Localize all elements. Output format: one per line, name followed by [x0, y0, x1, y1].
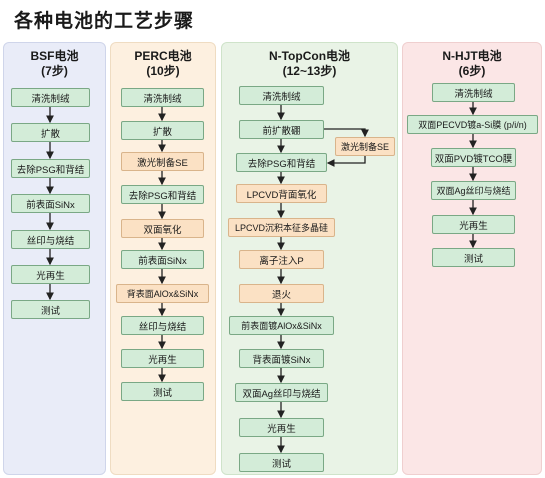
- perc-title: PERC电池: [134, 49, 192, 63]
- hjt-step-4: 双面Ag丝印与烧结: [431, 181, 516, 200]
- hjt-step-1: 清洗制绒: [432, 83, 515, 102]
- bsf-title: BSF电池: [30, 49, 79, 63]
- bsf-step-5: 丝印与烧结: [11, 230, 90, 249]
- topcon-step-4: LPCVD背面氧化: [236, 184, 327, 203]
- topcon-step-9: 背表面镀SiNx: [239, 349, 324, 368]
- bsf-step-count: (7步): [41, 64, 68, 78]
- topcon-step-2: 前扩散硼: [239, 120, 324, 139]
- topcon-title: N-TopCon电池: [268, 49, 351, 63]
- hjt-step-count: (6步): [458, 64, 486, 78]
- topcon-step-8: 前表面镀AlOx&SiNx: [229, 316, 334, 335]
- perc-step-9: 光再生: [121, 349, 204, 368]
- perc-step-count: (10步): [146, 64, 180, 78]
- topcon-step-count: (12~13步): [282, 64, 337, 78]
- bsf-step-7: 测试: [11, 300, 90, 319]
- hjt-step-6: 测试: [432, 248, 515, 267]
- perc-step-2: 扩散: [121, 121, 204, 140]
- perc-step-10: 测试: [121, 382, 204, 401]
- topcon-step-3: 去除PSG和背结: [236, 153, 327, 172]
- topcon-step-10: 双面Ag丝印与烧结: [235, 383, 328, 402]
- topcon-step-11: 光再生: [239, 418, 324, 437]
- topcon-side-step: 激光制备SE: [335, 137, 395, 156]
- bsf-step-2: 扩散: [11, 123, 90, 142]
- topcon-step-1: 清洗制绒: [239, 86, 324, 105]
- perc-step-6: 前表面SiNx: [121, 250, 204, 269]
- bsf-step-1: 清洗制绒: [11, 88, 90, 107]
- perc-step-1: 清洗制绒: [121, 88, 204, 107]
- topcon-step-7: 退火: [239, 284, 324, 303]
- perc-step-4: 去除PSG和背结: [121, 185, 204, 204]
- hjt-step-5: 光再生: [432, 215, 515, 234]
- topcon-step-6: 离子注入P: [239, 250, 324, 269]
- bsf-step-4: 前表面SiNx: [11, 194, 90, 213]
- perc-step-7: 背表面AlOx&SiNx: [116, 284, 209, 303]
- bsf-step-3: 去除PSG和背结: [11, 159, 90, 178]
- perc-step-3: 激光制备SE: [121, 152, 204, 171]
- hjt-step-3: 双面PVD镀TCO膜: [431, 148, 516, 167]
- hjt-title: N-HJT电池: [442, 49, 502, 63]
- bsf-step-6: 光再生: [11, 265, 90, 284]
- hjt-step-2: 双面PECVD镀a-Si膜 (p/i/n): [407, 115, 538, 134]
- bsf-panel: BSF电池 (7步): [3, 42, 106, 475]
- topcon-step-12: 测试: [239, 453, 324, 472]
- page-title: 各种电池的工艺步骤: [14, 11, 195, 32]
- topcon-step-5: LPCVD沉积本征多晶硅: [228, 218, 335, 237]
- perc-step-8: 丝印与烧结: [121, 316, 204, 335]
- perc-step-5: 双面氧化: [121, 219, 204, 238]
